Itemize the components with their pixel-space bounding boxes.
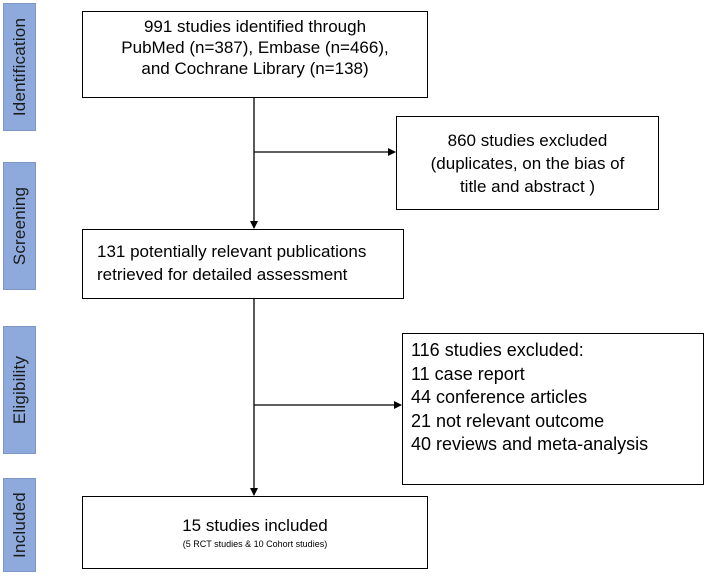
stage-label-eligibility-text: Eligibility bbox=[9, 355, 29, 425]
excluded-screening-box: 860 studies excluded (duplicates, on the… bbox=[396, 116, 659, 210]
stage-label-screening-text: Screening bbox=[9, 186, 29, 266]
stage-label-eligibility: Eligibility bbox=[3, 326, 36, 454]
excluded-screening-line-1: 860 studies excluded bbox=[447, 131, 608, 150]
excluded-screening-line-2: (duplicates, on the bias of bbox=[430, 154, 625, 173]
stage-label-screening: Screening bbox=[3, 162, 36, 290]
included-sub-text: (5 RCT studies & 10 Cohort studies) bbox=[182, 539, 328, 549]
stage-label-included-text: Included bbox=[9, 492, 29, 558]
excluded-eligibility-line-2: 11 case report bbox=[411, 363, 525, 384]
excluded-eligibility-box: 116 studies excluded: 11 case report 44 … bbox=[402, 333, 704, 485]
stage-label-identification: Identification bbox=[3, 3, 36, 131]
stage-label-included: Included bbox=[3, 478, 36, 572]
screening-line-1: 131 potentially relevant publications bbox=[97, 242, 367, 261]
excluded-eligibility-line-4: 21 not relevant outcome bbox=[411, 410, 605, 431]
excluded-eligibility-line-5: 40 reviews and meta-analysis bbox=[411, 434, 649, 454]
identification-line-2: PubMed (n=387), Embase (n=466), bbox=[121, 38, 389, 57]
included-box: 15 studies included (5 RCT studies & 10 … bbox=[82, 496, 428, 569]
screening-box: 131 potentially relevant publications re… bbox=[82, 229, 404, 299]
excluded-screening-line-3: title and abstract ) bbox=[459, 177, 596, 196]
identification-box: 991 studies identified through PubMed (n… bbox=[82, 11, 428, 98]
identification-line-1: 991 studies identified through bbox=[143, 17, 367, 36]
excluded-eligibility-line-1: 116 studies excluded: bbox=[411, 340, 584, 360]
stage-label-identification-text: Identification bbox=[9, 17, 29, 117]
screening-line-2: retrieved for detailed assessment bbox=[97, 265, 348, 284]
excluded-eligibility-line-3: 44 conference articles bbox=[411, 387, 588, 407]
included-main-text: 15 studies included bbox=[182, 516, 328, 535]
identification-line-3: and Cochrane Library (n=138) bbox=[141, 59, 369, 78]
